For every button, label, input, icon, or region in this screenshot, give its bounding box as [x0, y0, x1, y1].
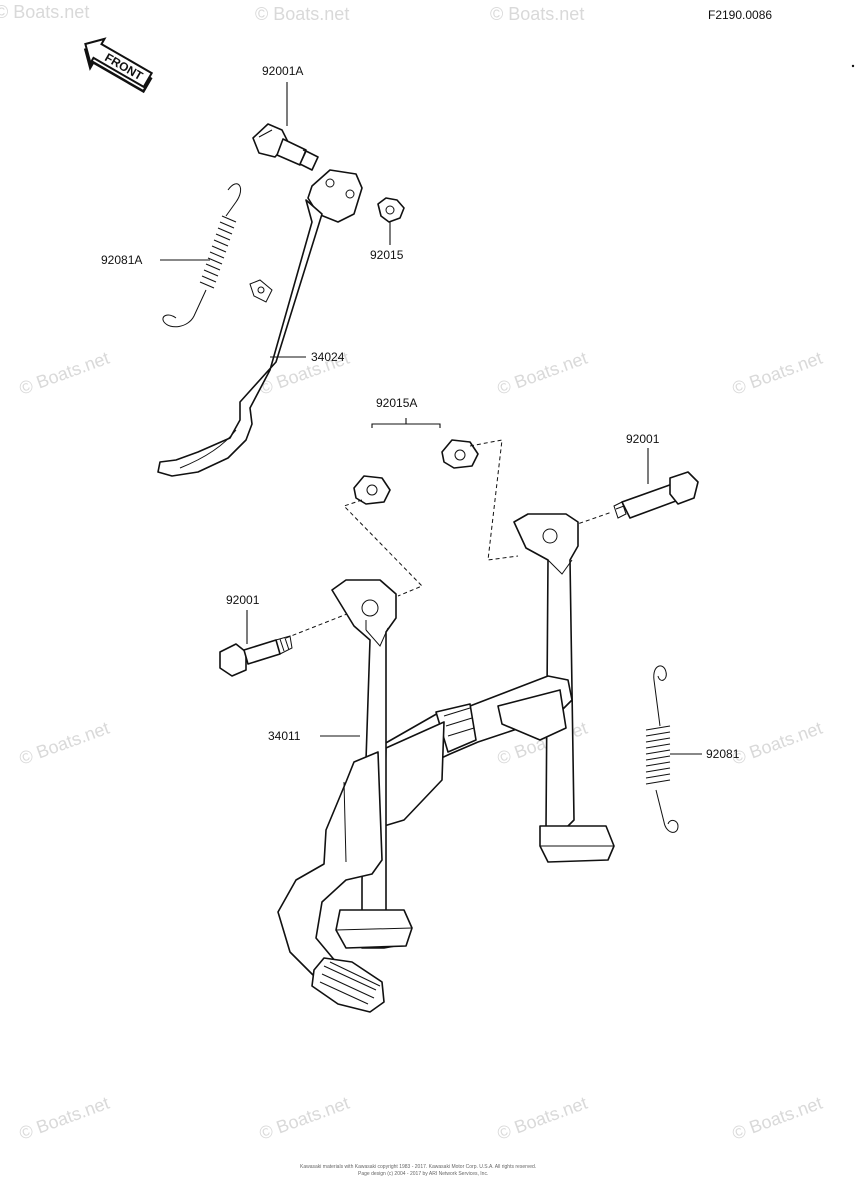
spring-92081	[645, 665, 679, 833]
callout-34024: 34024	[311, 350, 345, 364]
watermark: © Boats.net	[730, 348, 825, 399]
nut-92015	[377, 197, 405, 223]
watermark: © Boats.net	[17, 1093, 112, 1144]
assembly-line	[343, 499, 423, 597]
callout-92001-left: 92001	[226, 593, 260, 607]
nut-92015a-upper	[441, 439, 479, 469]
front-arrow-icon: FRONT	[83, 37, 154, 94]
bolt-92001-left	[219, 635, 293, 677]
bolt-92001-right	[613, 471, 699, 519]
callout-92001-right: 92001	[626, 432, 660, 446]
watermark: © Boats.net	[730, 718, 825, 769]
callout-92081a: 92081A	[101, 253, 142, 267]
footer-design: Page design (c) 2004 - 2017 by ARI Netwo…	[358, 1171, 488, 1177]
watermark: © Boats.net	[495, 348, 590, 399]
watermark: © Boats.net	[730, 1093, 825, 1144]
watermark: © Boats.net	[257, 1093, 352, 1144]
spring-92081a	[162, 183, 241, 328]
assembly-line	[469, 439, 519, 561]
figure-code: F2190.0086	[708, 8, 772, 22]
watermark: © Boats.net	[495, 1093, 590, 1144]
nut-92015a-lower	[353, 475, 391, 505]
callout-bracket	[371, 418, 441, 428]
callout-92015: 92015	[370, 248, 404, 262]
speck	[851, 64, 855, 68]
callout-34011: 34011	[268, 729, 301, 743]
watermarks: © Boats.net © Boats.net © Boats.net © Bo…	[0, 2, 825, 1144]
side-stand-34024	[157, 169, 363, 477]
assembly-line	[285, 611, 353, 639]
footer-copyright: Kawasaki materials with Kawasaki copyrig…	[300, 1164, 536, 1170]
center-stand-34011	[277, 513, 615, 1013]
watermark: © Boats.net	[255, 4, 349, 24]
watermark: © Boats.net	[17, 348, 112, 399]
watermark: © Boats.net	[17, 718, 112, 769]
callout-92081: 92081	[706, 747, 740, 761]
watermark: © Boats.net	[0, 2, 89, 22]
callout-92001a: 92001A	[262, 64, 303, 78]
watermark: © Boats.net	[490, 4, 584, 24]
callout-92015a: 92015A	[376, 396, 417, 410]
bolt-92001a	[252, 123, 319, 171]
